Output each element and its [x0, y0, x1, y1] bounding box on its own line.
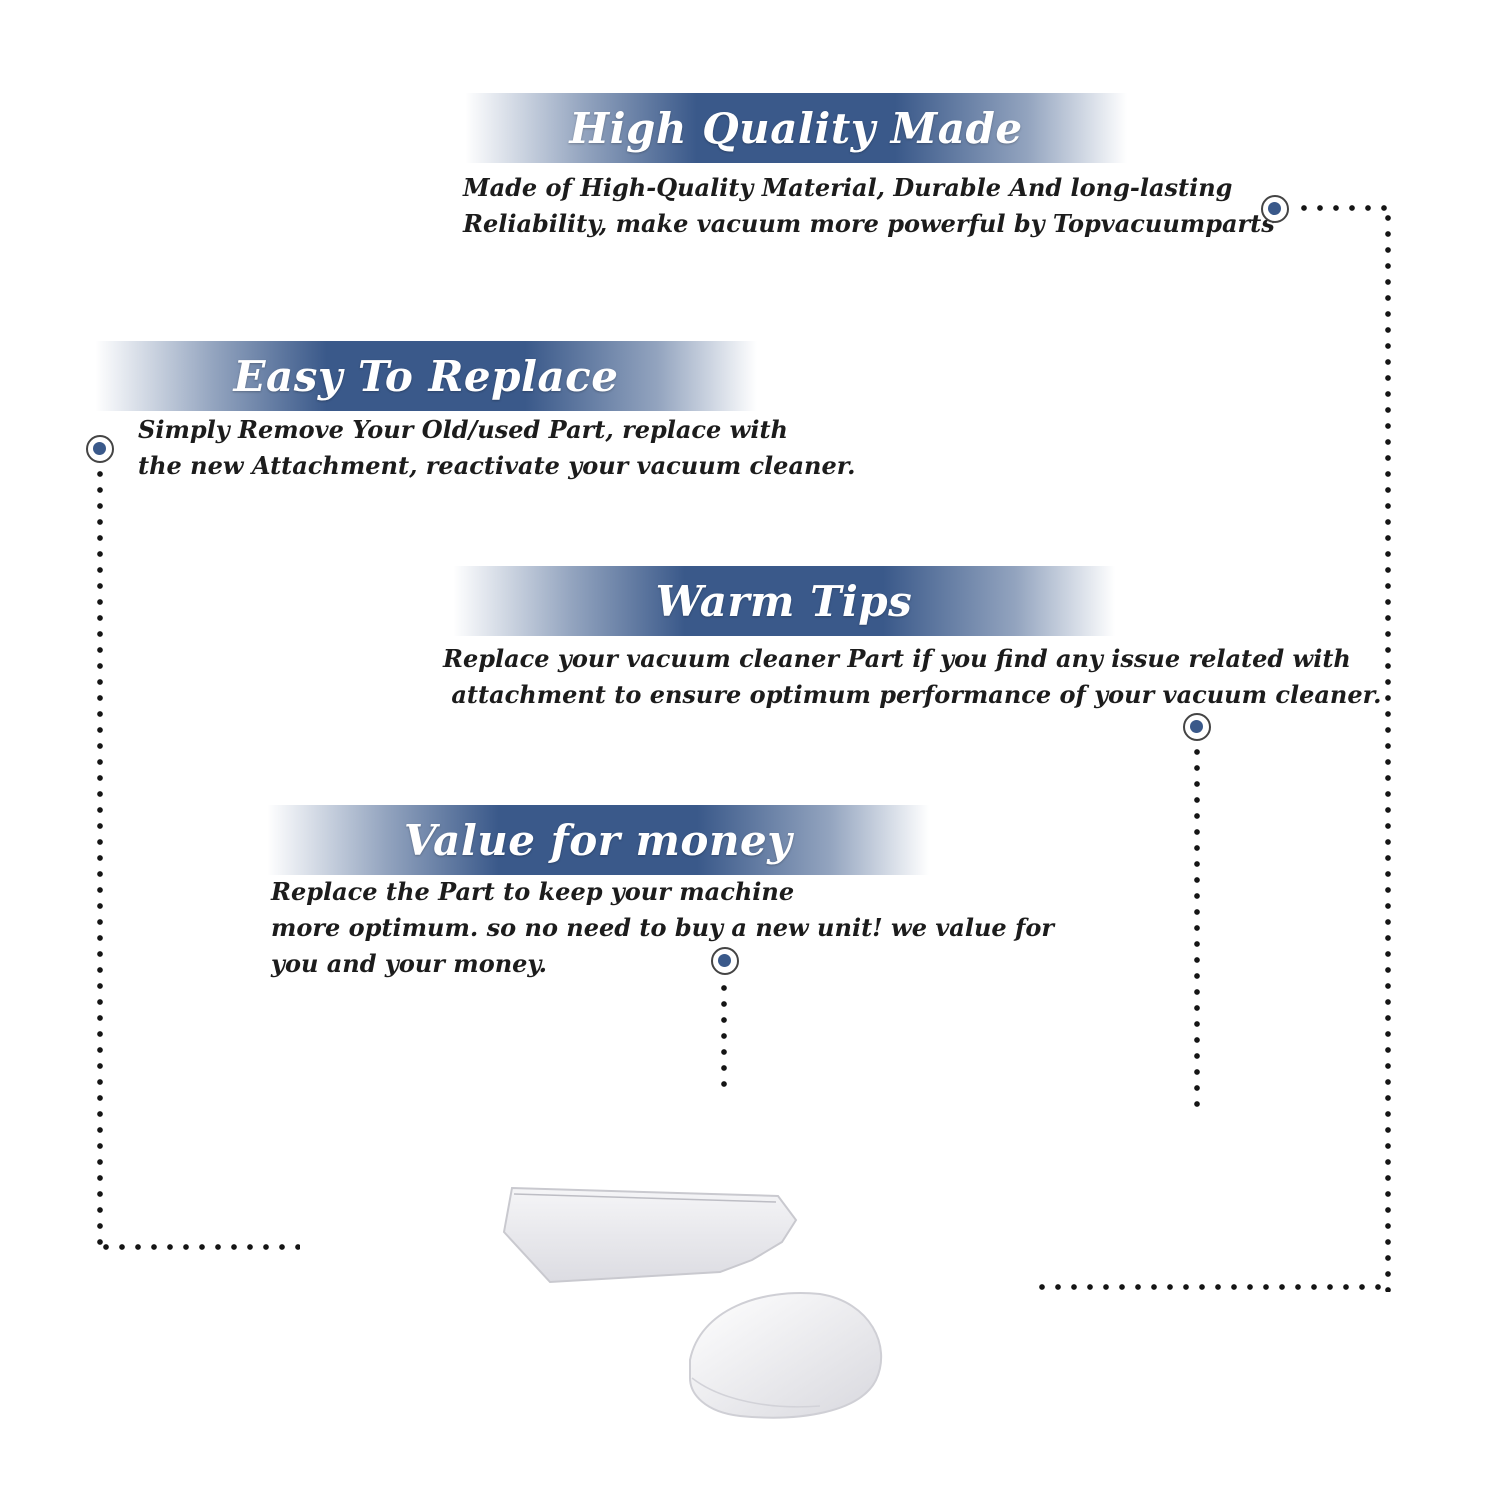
banner-warm-tips: Warm Tips	[453, 566, 1115, 636]
description-line: Simply Remove Your Old/used Part, replac…	[138, 415, 788, 444]
section-description: Simply Remove Your Old/used Part, replac…	[138, 412, 856, 484]
section-title: Warm Tips	[655, 576, 913, 626]
description-line: Made of High-Quality Material, Durable A…	[463, 173, 1233, 202]
section-title: Easy To Replace	[233, 351, 619, 401]
banner-easy-to-replace: Easy To Replace	[95, 341, 757, 411]
dotted-connector	[721, 980, 727, 1092]
section-description: Made of High-Quality Material, Durable A…	[463, 170, 1275, 242]
description-line: attachment to ensure optimum performance…	[443, 680, 1382, 709]
dotted-connector	[98, 1244, 300, 1250]
section-title: Value for money	[403, 815, 793, 865]
banner-value-for-money: Value for money	[267, 805, 929, 875]
description-line: you and your money.	[271, 949, 547, 978]
section-title: High Quality Made	[569, 103, 1023, 153]
section-description: Replace your vacuum cleaner Part if you …	[443, 641, 1381, 713]
dotted-connector	[1385, 210, 1391, 1292]
description-line: more optimum. so no need to buy a new un…	[271, 913, 1054, 942]
dotted-connector	[97, 466, 103, 1248]
connector-node-icon	[1261, 195, 1289, 223]
filter-bag-product-image	[502, 1186, 883, 1419]
section-description: Replace the Part to keep your machine mo…	[271, 874, 1054, 982]
connector-node-icon	[86, 435, 114, 463]
banner-high-quality-made: High Quality Made	[465, 93, 1127, 163]
dotted-connector	[1034, 1284, 1390, 1290]
connector-node-icon	[1183, 713, 1211, 741]
description-line: the new Attachment, reactivate your vacu…	[138, 451, 856, 480]
dotted-connector	[1296, 205, 1392, 211]
description-line: Replace the Part to keep your machine	[271, 877, 795, 906]
connector-node-icon	[711, 947, 739, 975]
dotted-connector	[1194, 744, 1200, 1108]
description-line: Replace your vacuum cleaner Part if you …	[443, 644, 1351, 673]
description-line: Reliability, make vacuum more powerful b…	[463, 209, 1275, 238]
